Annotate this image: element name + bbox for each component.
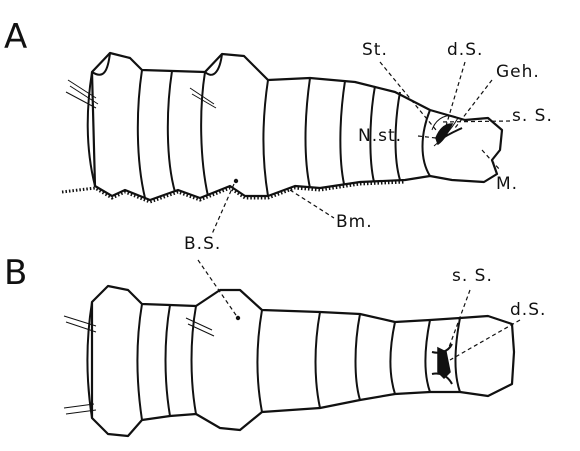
label-b-ss: s. S. bbox=[452, 268, 493, 285]
leader-a-bm bbox=[290, 190, 334, 218]
panel-a-letter: A bbox=[4, 20, 27, 54]
label-a-geh: Geh. bbox=[496, 64, 540, 81]
panel-b-letter: B bbox=[4, 256, 27, 290]
label-a-ss: s. S. bbox=[512, 108, 553, 125]
larva-a-bs-dot bbox=[234, 179, 238, 183]
larva-b-body bbox=[92, 286, 514, 436]
label-a-st: St. bbox=[362, 42, 388, 59]
larva-a bbox=[62, 53, 510, 234]
label-a-bs: B.S. bbox=[184, 236, 221, 253]
label-a-bm: Bm. bbox=[336, 214, 373, 231]
label-a-ds: d.S. bbox=[447, 42, 483, 59]
label-a-nst: N.st. bbox=[358, 128, 402, 145]
larva-a-body bbox=[92, 53, 502, 200]
label-b-ds: d.S. bbox=[510, 302, 546, 319]
larva-b bbox=[64, 260, 520, 436]
label-a-m: M. bbox=[496, 176, 518, 193]
